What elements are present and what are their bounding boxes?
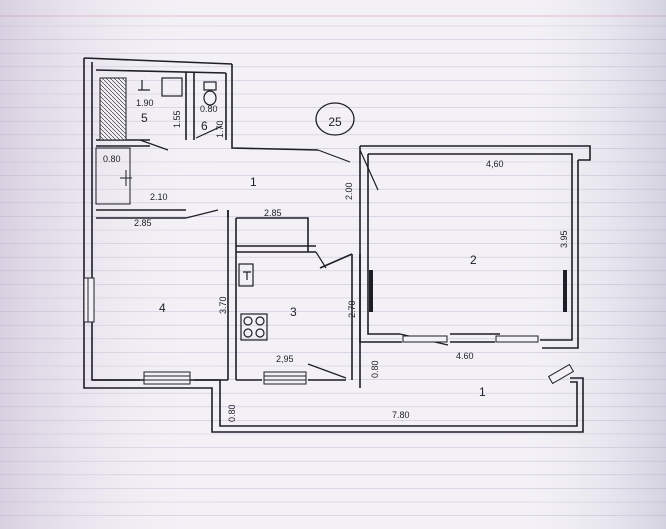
dim-hall-niche: 0.80 [103,154,121,164]
room-3-kitchen-label: 3 [290,305,297,319]
room-5-bath-label: 5 [141,111,148,125]
dim-kitchen-top: 2.85 [264,208,282,218]
toilet-icon [203,81,217,106]
dim-bedroom-width: 2.85 [134,218,152,228]
apartment-number-circle [315,102,355,136]
dim-room2-depth: 3.95 [559,230,569,248]
bathtub [99,77,127,141]
dim-wc-depth: 1.70 [215,120,225,138]
room-2-label: 2 [470,253,477,267]
sink-icon [138,77,183,97]
kitchen-sink-icon [238,263,254,287]
stove-icon [240,313,268,341]
dim-room2-width-top: 4,60 [486,159,504,169]
radiators [369,270,567,312]
dim-wc-width: 0.80 [200,104,218,114]
dim-bath-depth: 1.55 [172,110,182,128]
dim-bedroom-depth: 3.70 [218,296,228,314]
room-4-bedroom-label: 4 [159,301,166,315]
dim-balcony-depth-left: 0.80 [227,404,237,422]
dim-balcony-length: 7.80 [392,410,410,420]
room-1-hall-label: 1 [250,175,257,189]
room-6-wc-label: 6 [201,119,208,133]
room-1-balcony-label: 1 [479,385,486,399]
dim-kitchen-depth: 2.70 [347,300,357,318]
windows [83,277,575,385]
apartment-number: 25 [328,115,342,129]
dim-hall-width: 2.10 [150,192,168,202]
dim-balcony-depth-right: 0.80 [370,360,380,378]
dim-bath-width: 1.90 [136,98,154,108]
dim-kitchen-width: 2,95 [276,354,294,364]
dim-room2-width-bottom: 4.60 [456,351,474,361]
dim-hall-depth: 2.00 [344,182,354,200]
hall-niche [95,147,132,205]
